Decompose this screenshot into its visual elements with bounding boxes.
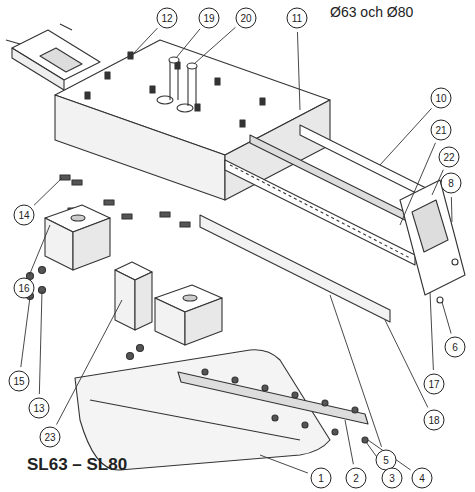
model-heading: SL63 – SL80: [27, 455, 127, 475]
leader-line: [260, 455, 308, 473]
leader-line: [39, 291, 42, 394]
callout-number: 2: [346, 468, 367, 489]
leader-line: [297, 32, 300, 110]
leader-line: [21, 297, 30, 367]
callout-number: 16: [14, 278, 35, 299]
callout-number: 18: [424, 410, 445, 431]
callout-number: 17: [424, 374, 445, 395]
callout-number: 22: [439, 147, 460, 168]
size-note: Ø63 och Ø80: [330, 4, 413, 20]
callout-number: 14: [14, 205, 35, 226]
callout-number: 19: [199, 8, 220, 29]
callout-number: 11: [287, 8, 308, 29]
leader-line: [380, 108, 432, 165]
leader-line: [29, 225, 50, 275]
callout-number: 13: [29, 398, 50, 419]
callout-number: 15: [9, 371, 30, 392]
callout-number: 8: [441, 173, 462, 194]
leader-line: [385, 320, 428, 407]
leader-line: [176, 29, 200, 58]
callout-number: 3: [382, 468, 403, 489]
callout-number: 4: [412, 468, 433, 489]
callout-number: 6: [445, 337, 466, 358]
leader-line: [345, 420, 353, 464]
leader-line: [194, 27, 236, 64]
leader-line: [133, 28, 157, 54]
callout-number: 1: [311, 468, 332, 489]
leader-line: [330, 295, 382, 447]
callout-number: 23: [40, 427, 61, 448]
leader-line: [57, 300, 122, 425]
leader-line: [368, 440, 411, 470]
leader-line: [400, 143, 435, 225]
callout-number: 12: [157, 8, 178, 29]
callout-number: 10: [431, 88, 452, 109]
leader-line: [442, 302, 451, 334]
callout-number: 21: [431, 120, 452, 141]
leader-line: [451, 197, 453, 222]
callout-number: 20: [236, 8, 257, 29]
leader-line: [430, 292, 433, 370]
leader-line: [34, 178, 62, 205]
